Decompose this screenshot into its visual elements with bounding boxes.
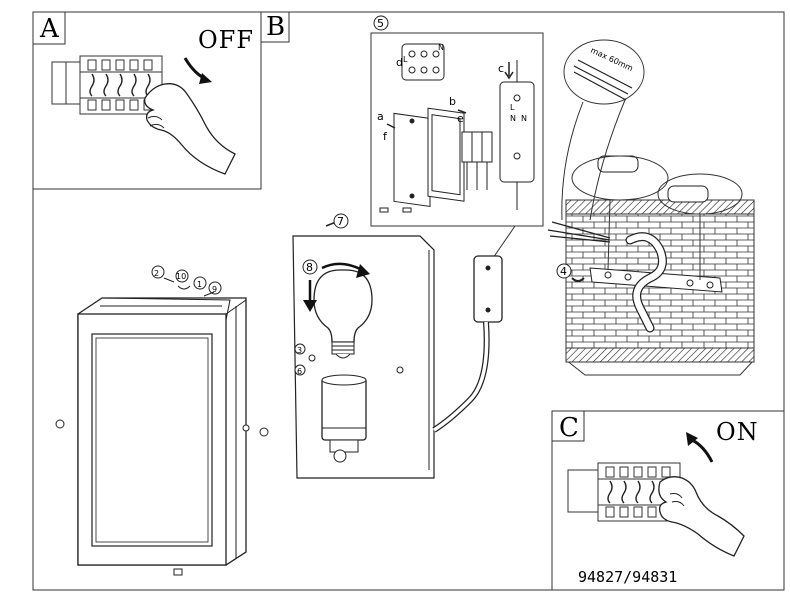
outer-frame	[32, 11, 785, 591]
callout-6: 6	[297, 367, 302, 376]
callout-1: 1	[197, 280, 202, 289]
letter-d: d	[396, 56, 403, 69]
lamp-socket	[321, 374, 367, 463]
letter-e: e	[457, 112, 464, 125]
terminal-connector	[461, 131, 493, 190]
panel-c: C ON 94827/94831	[551, 410, 785, 591]
panel-b-label: B	[266, 12, 285, 42]
terminal-l-top: L	[403, 55, 408, 64]
lamp-backplate: 7 8 3 6	[292, 213, 503, 479]
lamp-front-housing: 2 10 1 9	[55, 265, 269, 576]
terminal-n-box: N	[521, 114, 527, 123]
panel-a-label: A	[39, 14, 60, 44]
switch-on-arrow-icon	[686, 432, 714, 463]
model-number: 94827/94831	[578, 568, 677, 586]
letter-a: a	[377, 110, 384, 123]
callout-10: 10	[176, 272, 186, 281]
callout-4: 4	[560, 265, 567, 278]
switch-off-arrow-icon	[183, 57, 212, 84]
callout-8: 8	[306, 261, 313, 274]
letter-c: c	[498, 62, 504, 75]
hand-on-icon	[658, 476, 745, 557]
panel-a-action: OFF	[198, 26, 254, 54]
breaker-panel-off	[51, 55, 163, 115]
letter-b: b	[449, 95, 456, 108]
callout-3: 3	[297, 346, 302, 355]
panel-c-label: C	[559, 413, 579, 443]
hand-icon	[144, 83, 236, 175]
terminal-n-top: N	[438, 43, 444, 52]
callout-5: 5	[377, 17, 384, 30]
rotate-arrow-icon	[303, 262, 370, 312]
terminal-n-mid: N	[510, 114, 516, 123]
wiring-detail: 5 L N d a f b e	[370, 15, 544, 259]
panel-c-action: ON	[716, 418, 759, 446]
callout-9: 9	[212, 285, 217, 294]
letter-f: f	[383, 130, 388, 143]
terminal-l-mid: L	[510, 103, 515, 112]
wall-mount-detail: max 60mm 4	[547, 39, 755, 376]
panel-b-label-box	[260, 11, 290, 43]
callout-7: 7	[337, 215, 344, 228]
callout-2: 2	[154, 269, 159, 278]
junction-box: L N N	[499, 60, 535, 210]
panel-a: A OFF	[32, 11, 262, 190]
